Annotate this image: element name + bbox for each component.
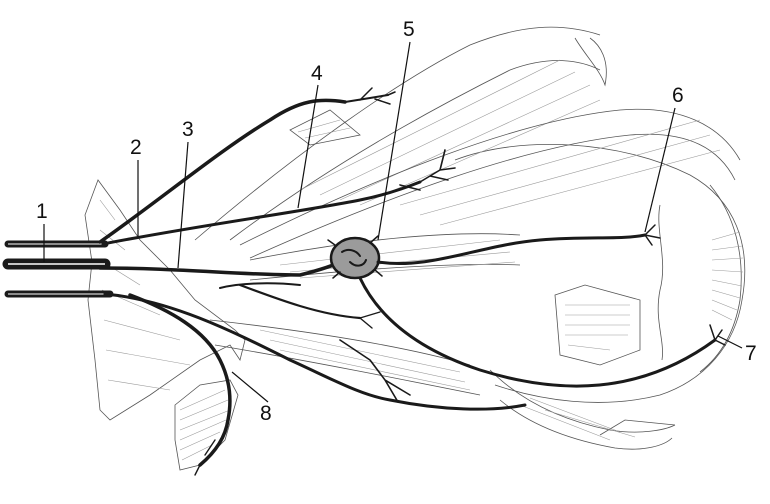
leader-lines — [43, 41, 743, 403]
cornea-hatching — [711, 231, 744, 321]
label-5: 5 — [403, 18, 415, 41]
nerve-trunks — [2, 240, 114, 298]
label-8: 8 — [260, 402, 272, 425]
eyeball — [454, 144, 746, 403]
ciliary-ganglion — [329, 236, 381, 280]
label-1: 1 — [36, 200, 48, 223]
orbital-wall — [84, 179, 246, 421]
reflected-flap — [174, 379, 239, 471]
nerve-branches — [98, 87, 726, 476]
label-3: 3 — [182, 118, 194, 141]
label-7: 7 — [745, 342, 757, 365]
label-6: 6 — [672, 84, 684, 107]
extraocular-muscles — [194, 26, 741, 450]
label-2: 2 — [130, 136, 142, 159]
labels: 1 2 3 4 5 6 7 8 — [36, 18, 757, 425]
label-4: 4 — [311, 62, 323, 85]
